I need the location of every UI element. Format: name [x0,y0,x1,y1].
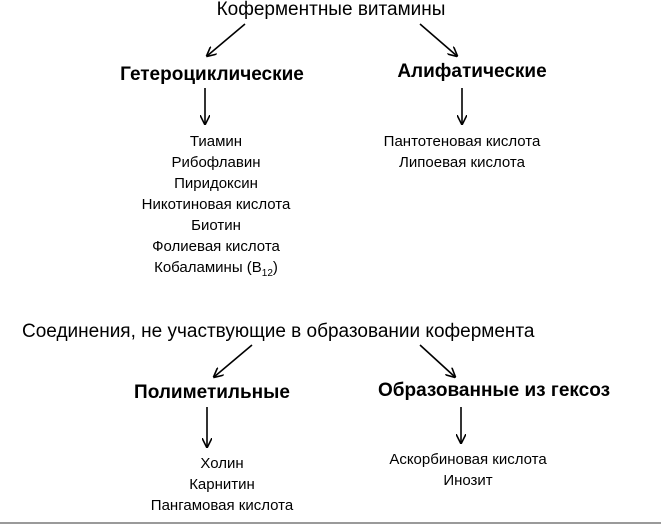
list-item: Инозит [443,472,493,489]
list-item: Пантотеновая кислота [383,133,541,150]
arrow-title2-to-hexose [419,344,455,377]
list-item-cobalamins: Кобаламины (B12) [142,257,291,284]
list-item: Тиамин [189,133,243,150]
heterocyclic-heading: Гетероциклические [120,64,304,85]
hexose-list: Аскорбиновая кислота Инозит [389,449,546,491]
cobalamins-subscript: 12 [261,268,273,279]
list-item: Биотин [191,217,241,234]
bottom-divider [0,522,661,524]
list-item: Пиридоксин [174,175,258,192]
list-item: Никотиновая кислота [141,196,291,213]
list-item: Пангамовая кислота [150,497,294,514]
cobalamins-label: Кобаламины (B [154,259,262,276]
heterocyclic-list: Тиамин Рибофлавин Пиридоксин Никотиновая… [142,131,291,284]
list-item: Рибофлавин [171,154,261,171]
arrow-title-to-aliphatic [419,23,457,56]
list-item: Карнитин [189,476,255,493]
list-item: Липоевая кислота [399,154,525,171]
arrow-title2-to-polymethyl [214,344,253,377]
aliphatic-list: Пантотеновая кислота Липоевая кислота [384,131,541,173]
coenzyme-vitamins-title: Коферментные витамины [216,0,446,20]
non-coenzyme-title: Соединения, не участвующие в образовании… [22,322,535,341]
aliphatic-heading: Алифатические [397,61,547,82]
list-item: Фолиевая кислота [152,238,280,255]
list-item: Холин [200,455,244,472]
arrow-title-to-heterocyclic [207,23,246,56]
polymethyl-heading: Полиметильные [134,382,290,403]
cobalamins-suffix: ) [272,259,278,276]
polymethyl-list: Холин Карнитин Пангамовая кислота [151,453,293,516]
list-item: Аскорбиновая кислота [389,451,547,468]
hexose-heading: Образованные из гексоз [377,380,611,401]
